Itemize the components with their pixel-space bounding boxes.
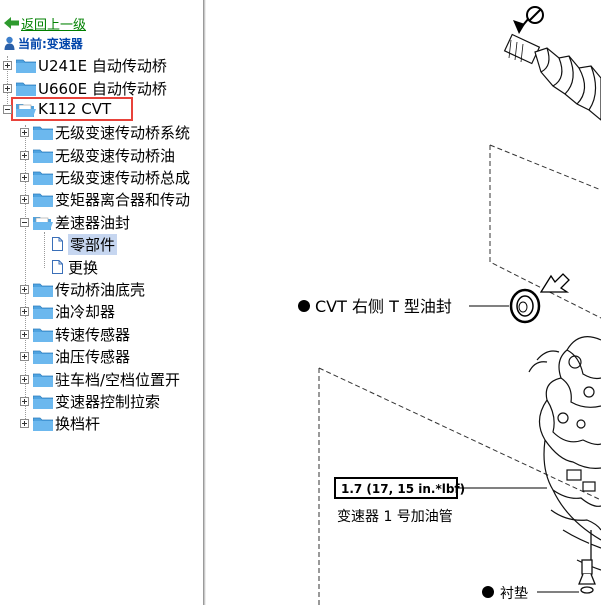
gasket-bullet-icon — [482, 586, 494, 598]
back-link[interactable]: 返回上一级 — [4, 15, 87, 33]
expand-icon[interactable] — [20, 418, 29, 428]
folder-icon — [33, 149, 53, 163]
tree-item-label: 无级变速传动桥总成 — [55, 168, 191, 187]
tree-guide-line — [44, 232, 45, 268]
folder-icon — [33, 126, 53, 140]
panel-splitter[interactable] — [203, 0, 206, 605]
tree-guide-line — [25, 125, 26, 425]
expand-icon[interactable] — [20, 284, 29, 294]
folder-icon — [33, 305, 53, 319]
expand-icon[interactable] — [20, 150, 29, 160]
person-icon — [4, 36, 15, 50]
folder-icon — [33, 328, 53, 342]
expand-icon[interactable] — [20, 374, 29, 384]
tree-item-label: 更换 — [68, 258, 99, 277]
dashed-region-upper — [489, 145, 601, 319]
collapse-icon[interactable] — [20, 217, 29, 227]
transaxle-drawing — [528, 336, 601, 571]
tree-item-label: 驻车档/空档位置开 — [55, 370, 181, 389]
folder-icon — [16, 59, 36, 73]
dashed-region-lower-top — [318, 367, 601, 501]
tree-item-speed-sensor[interactable]: 转速传感器 — [20, 323, 130, 345]
parts-diagram: CVT 右侧 T 型油封 — [207, 0, 601, 605]
tree-item-label: 无级变速传动桥油 — [55, 146, 176, 165]
selection-highlight-box — [11, 97, 133, 121]
open-folder-icon — [33, 216, 53, 230]
tree-item-label: 换档杆 — [55, 414, 101, 433]
expand-icon[interactable] — [20, 306, 29, 316]
tree-item-label: 差速器油封 — [55, 213, 131, 232]
tree-item-label: 变矩器离合器和传动 — [55, 190, 191, 209]
tree-item-cvt-fluid[interactable]: 无级变速传动桥油 — [20, 144, 175, 166]
tree-item-control-cable[interactable]: 变速器控制拉索 — [20, 390, 160, 412]
current-location: 当前:变速器 — [4, 35, 83, 51]
folder-icon — [33, 350, 53, 364]
no-reuse-icon — [513, 6, 544, 34]
open-folder-icon — [16, 103, 36, 117]
expand-icon[interactable] — [3, 83, 12, 93]
tree-item-cvt-system[interactable]: 无级变速传动桥系统 — [20, 121, 190, 143]
tree-item-label: 无级变速传动桥系统 — [55, 123, 191, 142]
expand-icon[interactable] — [20, 351, 29, 361]
navigation-tree-panel: 返回上一级 当前:变速器 U241E 自动传动桥 U660E 自动传动桥 K11… — [0, 0, 203, 605]
tree-item-label: 油冷却器 — [55, 302, 116, 321]
expand-icon[interactable] — [20, 194, 29, 204]
install-direction-arrow-icon — [539, 273, 570, 293]
tree-item-label: 转速传感器 — [55, 325, 131, 344]
tree-item-label: 变速器控制拉索 — [55, 392, 161, 411]
torque-spec-box: 1.7 (17, 15 in.*lbf) — [334, 477, 547, 499]
gasket-callout-label: 衬垫 — [500, 586, 528, 602]
expand-icon[interactable] — [20, 172, 29, 182]
document-icon — [52, 237, 63, 251]
tree-item-oil-pan[interactable]: 传动桥油底壳 — [20, 278, 145, 300]
expand-icon[interactable] — [20, 329, 29, 339]
tree-guide-line — [7, 56, 8, 108]
tree-item-shift-lever[interactable]: 换档杆 — [20, 412, 100, 434]
tree-item-u241e[interactable]: U241E 自动传动桥 — [3, 54, 167, 76]
tree-item-differential-seal[interactable]: 差速器油封 — [20, 211, 130, 233]
tree-item-oil-cooler[interactable]: 油冷却器 — [20, 300, 115, 322]
seal-bullet-icon — [298, 300, 310, 312]
folder-icon — [33, 193, 53, 207]
tree-item-k112-cvt[interactable]: K112 CVT — [3, 98, 111, 120]
filler-pipe-label: 变速器 1 号加油管 — [337, 509, 453, 525]
tree-item-label: 传动桥油底壳 — [55, 280, 146, 299]
folder-icon — [33, 373, 53, 387]
tree-item-components[interactable]: 零部件 — [40, 233, 118, 255]
tree-item-label: 油压传感器 — [55, 347, 131, 366]
expand-icon[interactable] — [20, 127, 29, 137]
tree-item-label: K112 CVT — [38, 100, 112, 118]
document-icon — [52, 260, 63, 274]
drive-shaft-drawing — [503, 33, 601, 121]
diagram-canvas: CVT 右侧 T 型油封 — [298, 6, 601, 605]
tree-item-replacement[interactable]: 更换 — [40, 256, 98, 278]
seal-callout-label: CVT 右侧 T 型油封 — [315, 297, 452, 316]
folder-icon — [33, 283, 53, 297]
expand-icon[interactable] — [3, 60, 12, 70]
folder-icon — [33, 171, 53, 185]
back-arrow-icon — [4, 17, 19, 29]
torque-spec-label: 1.7 (17, 15 in.*lbf) — [341, 482, 465, 496]
filler-tube-drawing — [578, 530, 596, 594]
folder-icon — [33, 417, 53, 431]
dashed-region-upper-top — [489, 144, 601, 191]
tree-item-label: U660E 自动传动桥 — [38, 79, 167, 98]
tree-item-label: U241E 自动传动桥 — [38, 56, 167, 75]
expand-icon[interactable] — [20, 396, 29, 406]
tree-item-park-neutral-switch[interactable]: 驻车档/空档位置开 — [20, 368, 180, 390]
folder-icon — [16, 82, 36, 96]
tree-item-torque-converter[interactable]: 变矩器离合器和传动 — [20, 188, 190, 210]
current-location-label: 当前:变速器 — [18, 36, 83, 51]
tree-item-oil-pressure-sensor[interactable]: 油压传感器 — [20, 345, 130, 367]
oil-seal-drawing — [509, 288, 541, 324]
collapse-icon[interactable] — [3, 104, 12, 114]
tree-item-label: 零部件 — [68, 233, 118, 255]
back-link-label: 返回上一级 — [21, 17, 87, 33]
tree-item-cvt-assembly[interactable]: 无级变速传动桥总成 — [20, 166, 190, 188]
tree-item-u660e[interactable]: U660E 自动传动桥 — [3, 77, 167, 99]
folder-icon — [33, 395, 53, 409]
